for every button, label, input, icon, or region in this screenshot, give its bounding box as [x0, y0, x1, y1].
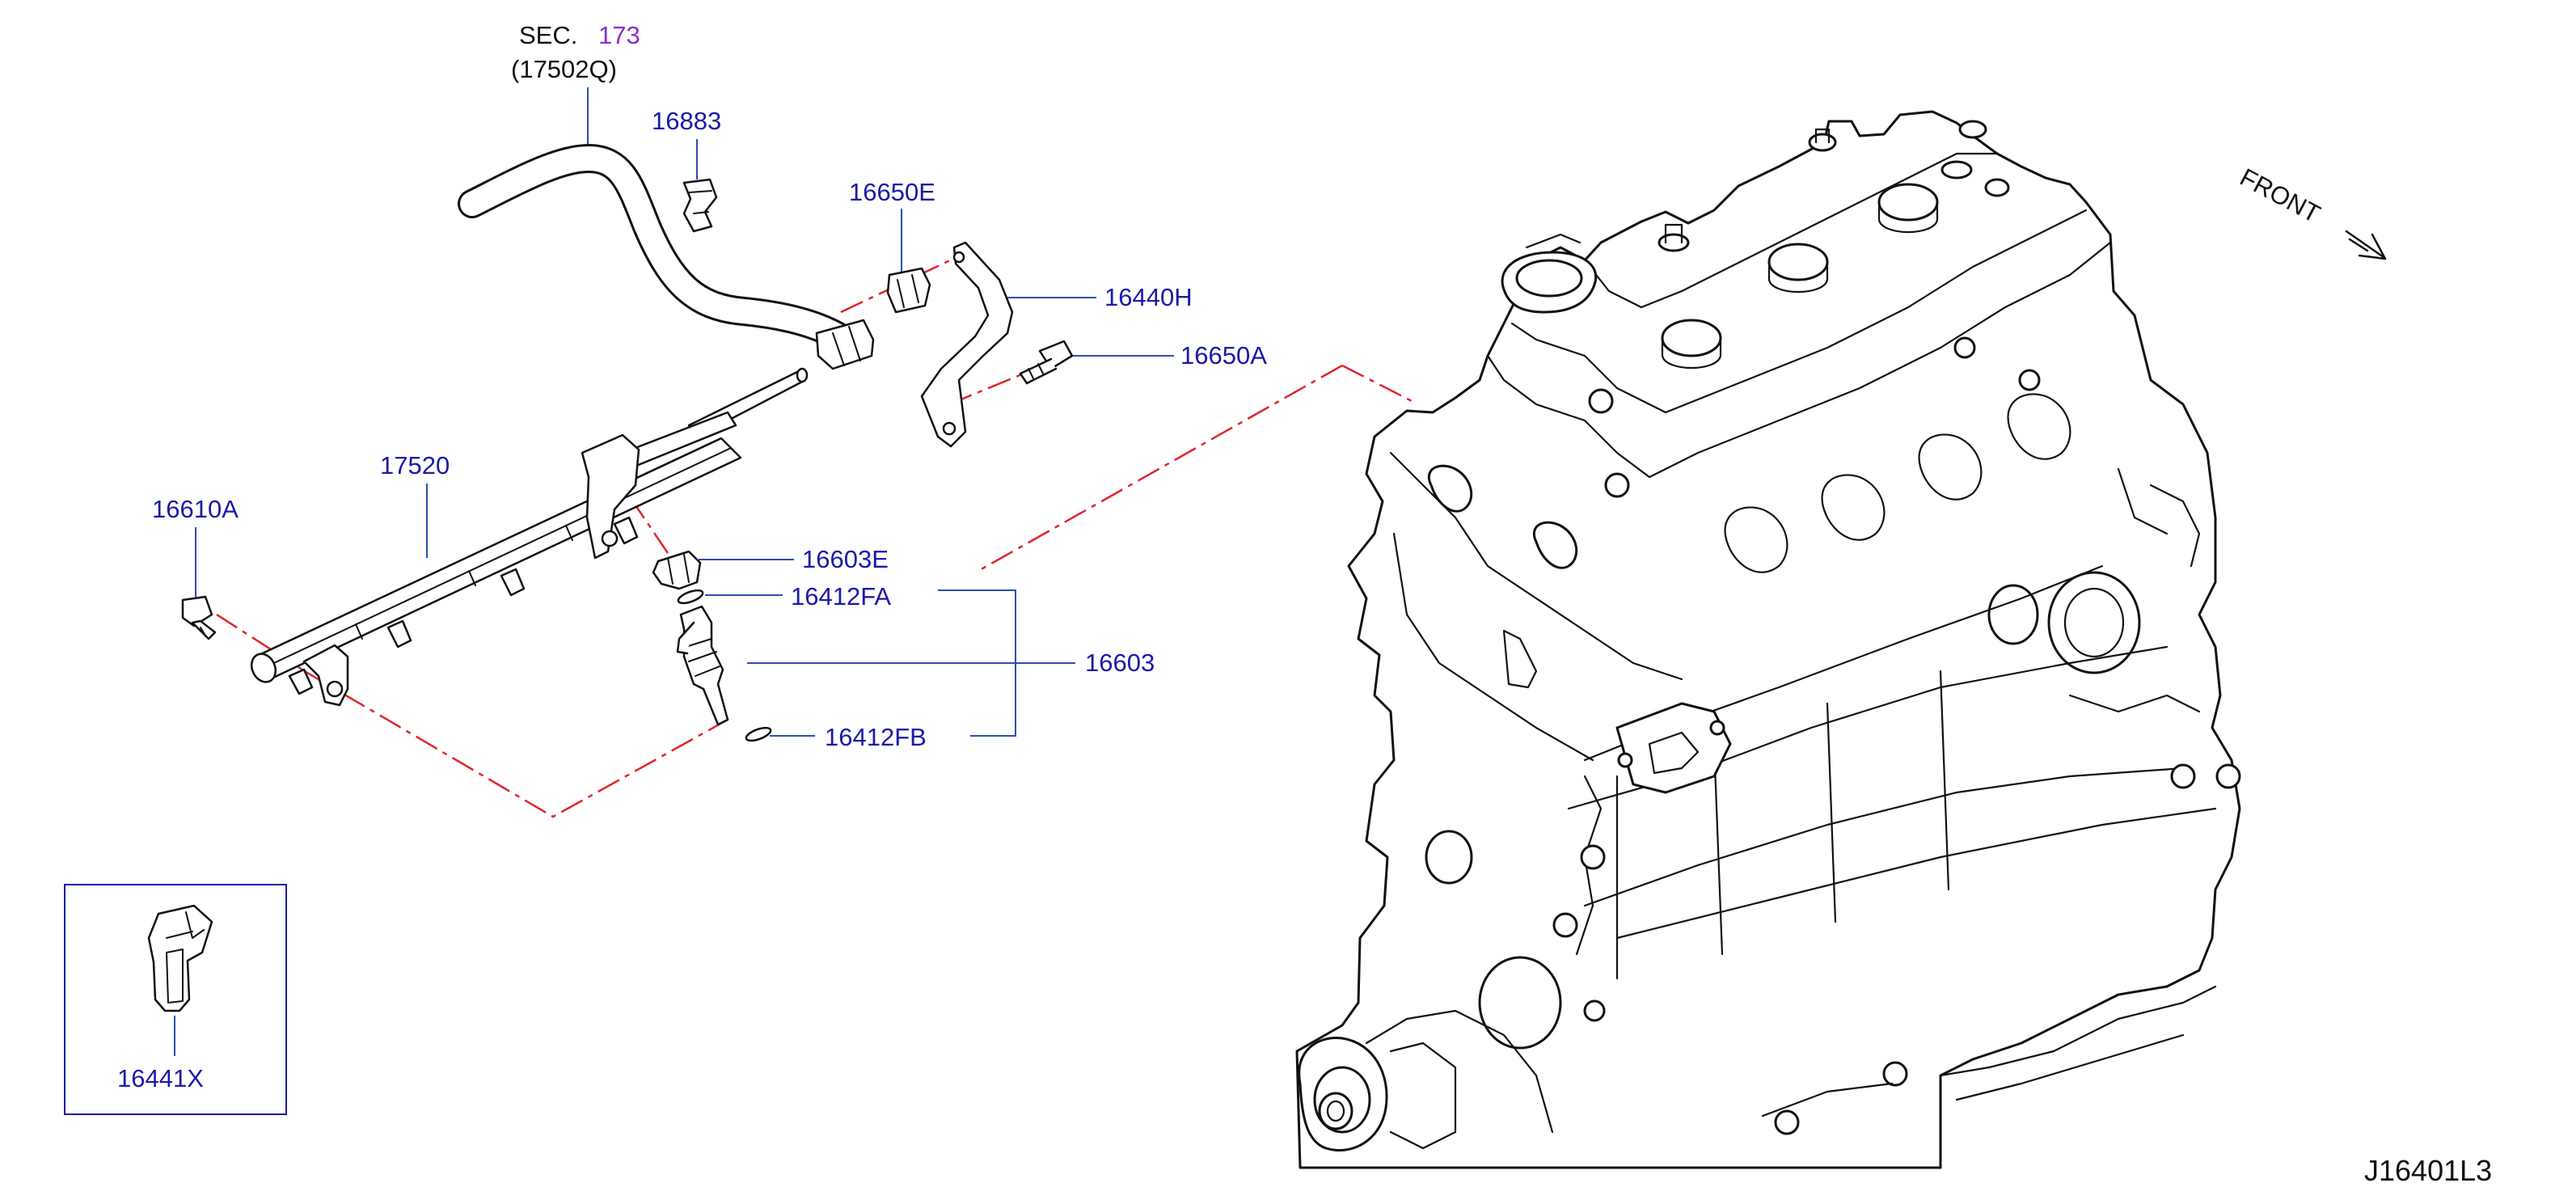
- part-label-16610A[interactable]: 16610A: [152, 495, 239, 523]
- hose-bracket-16440H[interactable]: [920, 241, 1014, 448]
- o-ring-16412FB[interactable]: [745, 725, 772, 743]
- fuel-hose[interactable]: [458, 143, 875, 370]
- part-label-16412FB[interactable]: 16412FB: [825, 723, 927, 751]
- section-prefix: SEC.: [519, 21, 577, 49]
- bolt-16650A[interactable]: [1019, 340, 1074, 385]
- section-ref: (17502Q): [511, 55, 617, 83]
- part-label-17520[interactable]: 17520: [380, 451, 450, 480]
- part-label-16412FA[interactable]: 16412FA: [791, 582, 891, 611]
- hose-clip-16883[interactable]: [682, 178, 718, 233]
- part-label-16440H[interactable]: 16440H: [1104, 283, 1193, 311]
- part-label-16650A[interactable]: 16650A: [1180, 341, 1267, 370]
- bolt-16610A[interactable]: [181, 595, 217, 640]
- leader-lines: [174, 87, 1174, 1056]
- part-label-16441X[interactable]: 16441X: [117, 1064, 204, 1092]
- bracket-clip-16650E[interactable]: [886, 267, 931, 314]
- o-ring-16412FA[interactable]: [677, 588, 704, 606]
- assembly-dash-lines: [216, 251, 1416, 818]
- fuel-rail-17520[interactable]: [247, 367, 809, 707]
- injector-retainer-16603E[interactable]: [652, 550, 702, 590]
- section-number-link[interactable]: 173: [598, 21, 640, 49]
- engine-block-illustration: [1295, 110, 2241, 1169]
- diagram-code: J16401L3: [2364, 1154, 2492, 1187]
- part-label-16603E[interactable]: 16603E: [802, 545, 889, 573]
- front-arrow-icon: [2345, 230, 2387, 260]
- fuel-injector-16603[interactable]: [676, 605, 729, 726]
- front-label: FRONT: [2236, 163, 2325, 228]
- part-label-16603[interactable]: 16603: [1085, 649, 1155, 677]
- part-label-16650E[interactable]: 16650E: [849, 178, 935, 206]
- inset-box-16441X[interactable]: [64, 884, 287, 1115]
- part-label-16883[interactable]: 16883: [652, 107, 721, 135]
